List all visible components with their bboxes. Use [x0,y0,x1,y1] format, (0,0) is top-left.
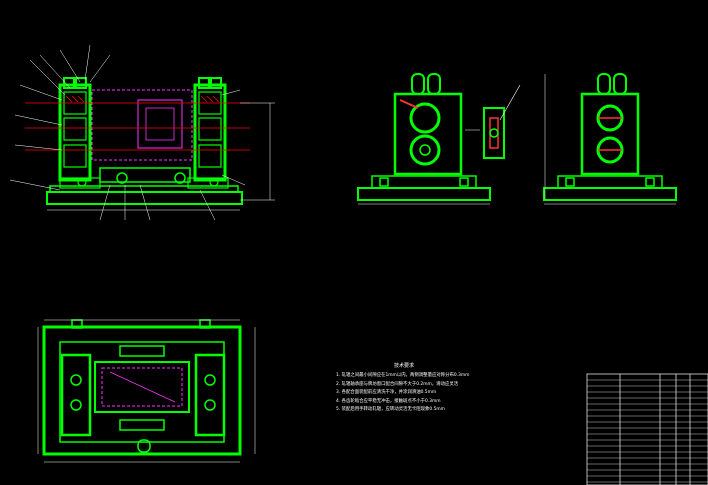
section-detail-view [483,84,521,159]
side-view-left-dimensions [358,129,490,205]
front-view-centerlines [25,102,250,151]
title-block-rows [587,379,708,483]
requirement-line-1: 1. 轧辊之间最小间隙应在1mm以内，两侧调整量应对称分布0.3mm [336,373,470,378]
requirement-line-2: 2. 轧辊轴承座与牌坊窗口配合间隙不大于0.2mm，滑动应灵活 [336,381,459,387]
requirement-line-4: 4. 各齿轮啮合应平稳无冲击，接触斑点不小于0.3mm [336,398,441,404]
top-view-dimensions [37,319,256,463]
requirement-line-3: 3. 各配合面装配前应清洗干净，并涂润滑油0.5mm [336,390,437,396]
technical-requirements-title: 技术要求 [394,363,415,369]
front-view-dimensions [9,44,275,221]
front-view-assembly [46,77,243,205]
requirement-line-5: 5. 装配后用手转动轧辊，应转动灵活无卡阻现象0.5mm [336,407,445,413]
side-view-right [543,73,677,201]
side-view-left [357,73,491,201]
technical-requirements: 技术要求 1. 轧辊之间最小间隙应在1mm以内，两侧调整量应对称分布0.3mm … [336,363,566,415]
title-block [586,373,708,485]
side-view-right-dimensions [544,74,676,205]
top-view-assembly [42,319,242,456]
